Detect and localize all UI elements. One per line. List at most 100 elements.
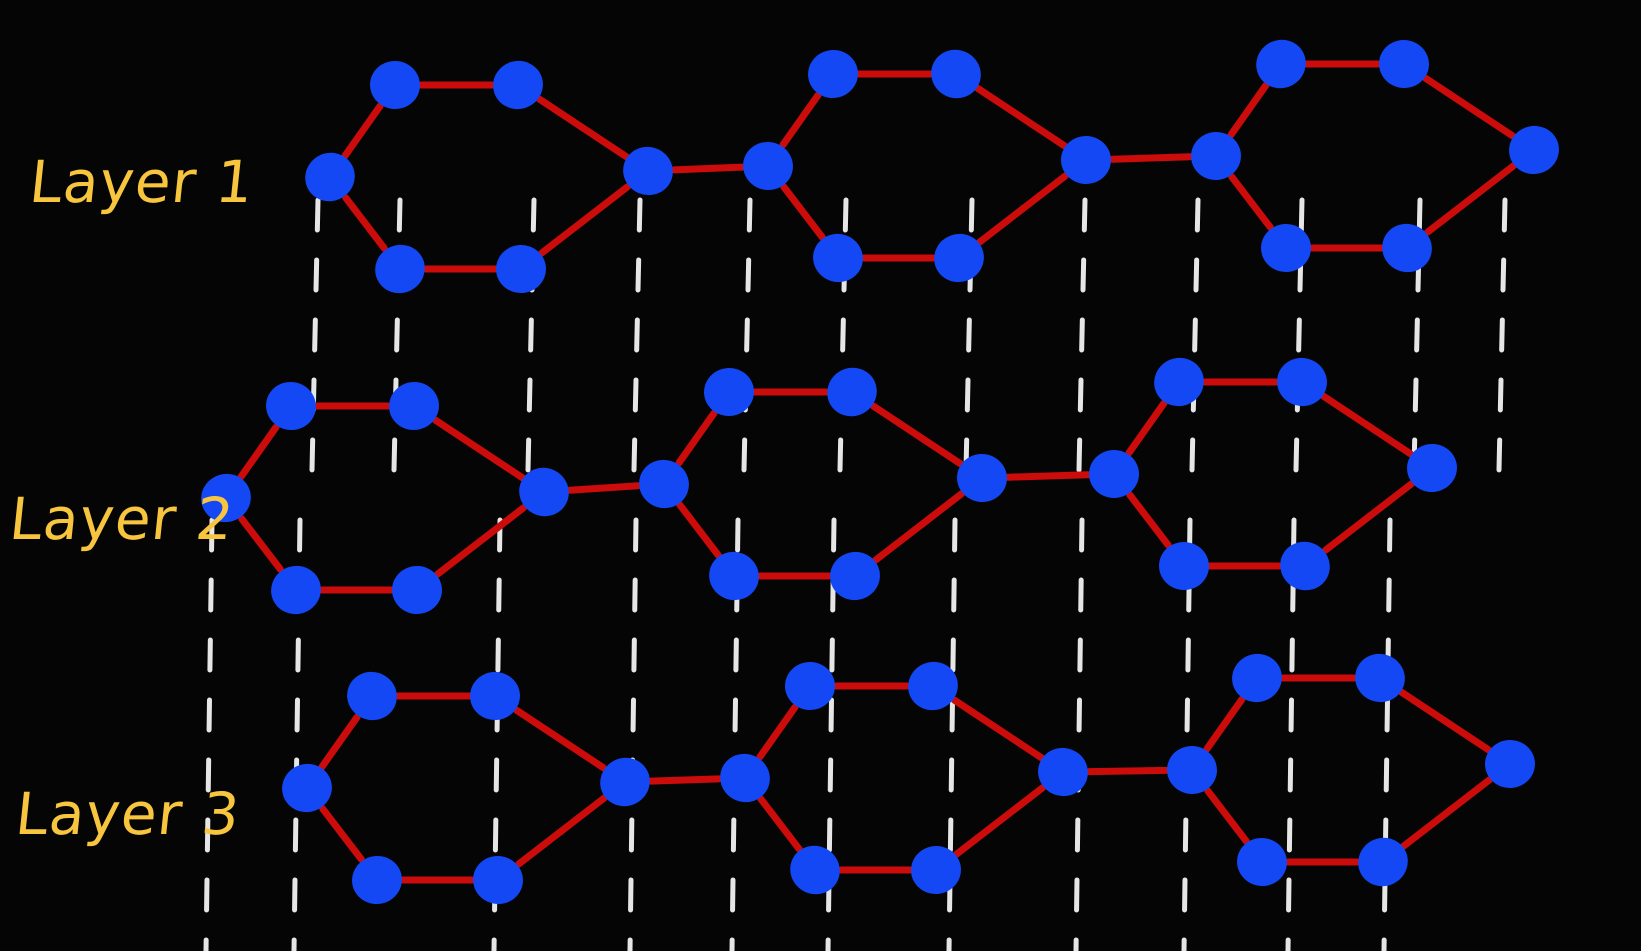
bond (515, 794, 608, 868)
interlayer-dashed-line (391, 197, 403, 473)
atom (282, 763, 332, 813)
bond (1203, 695, 1246, 753)
atom (1061, 135, 1111, 185)
interlayer-dashed-line (1411, 197, 1423, 473)
bond (1228, 173, 1274, 231)
interlayer-dashed-line (1181, 517, 1193, 951)
atom (1191, 131, 1241, 181)
carbon-atoms (201, 39, 1559, 905)
atom (720, 753, 770, 803)
bond (675, 409, 718, 467)
interlayer-dashed-line (1381, 517, 1393, 951)
atom (392, 565, 442, 615)
atom (827, 367, 877, 417)
bond (538, 183, 631, 257)
atom (623, 146, 673, 196)
interlayer-dashed-line (741, 197, 753, 473)
atom (931, 49, 981, 99)
atom (808, 49, 858, 99)
bond (976, 172, 1069, 246)
atom (271, 565, 321, 615)
bond (513, 706, 607, 772)
bond (870, 402, 964, 468)
atom (1407, 443, 1457, 493)
atom (1382, 223, 1432, 273)
interlayer-dashed-line (1073, 517, 1085, 951)
carbon-bonds (237, 60, 1517, 884)
layer-3-label: Layer 3 (12, 780, 244, 848)
bond (1125, 399, 1168, 457)
bond (1320, 392, 1414, 458)
bond (318, 713, 361, 771)
atom (496, 244, 546, 294)
bond (238, 515, 284, 573)
interlayer-dashed-line (309, 197, 321, 473)
bond (1085, 766, 1170, 776)
interlayer-dashed-line (837, 197, 849, 473)
interlayer-dashed-line (1293, 197, 1305, 473)
atom (347, 671, 397, 721)
atom (1509, 125, 1559, 175)
atom (830, 551, 880, 601)
atom (1038, 747, 1088, 797)
interlayer-dashed-line (631, 197, 643, 473)
interlayer-dashed-line (203, 517, 215, 951)
bond (1398, 688, 1492, 754)
atom (600, 757, 650, 807)
atom (1277, 357, 1327, 407)
atom (493, 60, 543, 110)
bond (342, 194, 388, 252)
bond (872, 490, 965, 564)
atom (370, 60, 420, 110)
atom (785, 661, 835, 711)
atom (470, 671, 520, 721)
interlayer-dashed-line (963, 197, 975, 473)
atom (743, 141, 793, 191)
bond (1400, 776, 1493, 850)
atom (1485, 739, 1535, 789)
atom (709, 551, 759, 601)
atom (1261, 223, 1311, 273)
interlayer-dashed-line (627, 517, 639, 951)
atom (1256, 39, 1306, 89)
atom (1089, 450, 1139, 498)
atom (375, 244, 425, 294)
bond (536, 95, 630, 161)
bond (670, 163, 746, 174)
atom (519, 467, 569, 517)
interlayer-dashed-line (525, 197, 537, 473)
bond (780, 183, 826, 241)
atom (1237, 837, 1287, 887)
bond (432, 416, 526, 482)
interlayer-dashed-line (1076, 197, 1088, 473)
atom (908, 661, 958, 711)
bond (1424, 162, 1517, 236)
atom (911, 845, 961, 895)
atom (1280, 541, 1330, 591)
bond (1204, 787, 1250, 845)
layer-2-label: Layer 2 (6, 485, 238, 553)
atom (1358, 837, 1408, 887)
bond (237, 423, 280, 481)
bond (974, 84, 1068, 150)
atom (1232, 653, 1282, 703)
atom (790, 845, 840, 895)
atom (957, 453, 1007, 503)
atom (1154, 357, 1204, 407)
atom (389, 381, 439, 431)
atom (201, 473, 251, 523)
atom (352, 855, 402, 905)
atom (1379, 39, 1429, 89)
bond (756, 703, 799, 761)
bond (1004, 471, 1092, 481)
atom (639, 459, 689, 509)
atom (704, 367, 754, 417)
atom (934, 233, 984, 283)
bond (779, 91, 822, 149)
bond (953, 784, 1046, 858)
bond (951, 696, 1045, 762)
atom (305, 152, 355, 202)
bond (434, 504, 527, 578)
